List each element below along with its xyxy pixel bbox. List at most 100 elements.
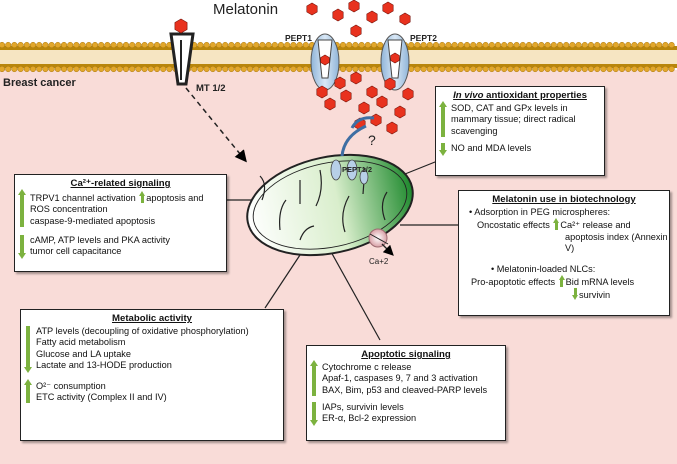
lipid-head (488, 41, 495, 49)
lipid-head (426, 65, 433, 73)
in-vivo-antioxidant-box: In vivo antioxidant properties SOD, CAT … (435, 86, 605, 176)
lipid-head (414, 41, 421, 49)
box-line: • Adsorption in PEG microspheres: (469, 207, 611, 218)
lipid-head (5, 41, 12, 49)
lipid-head (643, 41, 650, 49)
lipid-head (587, 65, 595, 73)
lipid-head (246, 41, 254, 49)
lipid-head (67, 65, 74, 73)
lipid-head (253, 65, 260, 73)
lipid-head (29, 65, 37, 73)
box-line: NO and MDA levels (451, 142, 532, 153)
lipid-head (606, 41, 613, 49)
lipid-head (284, 41, 291, 49)
lipid-head (525, 41, 533, 49)
lipid-head (625, 41, 632, 49)
lipid-head (67, 41, 74, 49)
lipid-head (228, 65, 235, 73)
lipid-head (445, 65, 452, 73)
diagram-title: Melatonin (213, 1, 279, 18)
decrease-group: NO and MDA levels (436, 142, 604, 157)
lipid-head (0, 41, 6, 49)
lipid-head (203, 41, 210, 49)
lipid-head (79, 41, 86, 49)
lipid-head (215, 41, 223, 49)
lipid-head (408, 41, 415, 49)
lipid-head (358, 65, 365, 73)
mt-receptor-icon (169, 32, 195, 86)
lipid-head (209, 65, 216, 73)
decrease-arrow-icon (310, 401, 318, 427)
lipid-head (98, 41, 105, 49)
lipid-head (222, 41, 229, 49)
lipid-head (544, 41, 551, 49)
lipid-head (563, 65, 570, 73)
lipid-head (23, 41, 30, 49)
lipid-head (209, 41, 216, 49)
lipid-head (42, 41, 49, 49)
increase-group: Cytochrome c release Apaf-1, caspases 9,… (307, 360, 505, 396)
lipid-head (439, 41, 446, 49)
lipid-head (54, 65, 61, 73)
lipid-head (569, 65, 576, 73)
increase-arrow-icon (24, 379, 32, 404)
lipid-head (575, 41, 582, 49)
pept1-label: PEPT1 (285, 33, 312, 43)
lipid-head (215, 65, 223, 73)
biotechnology-box: Melatonin use in biotechnology • Adsorpt… (458, 190, 670, 316)
lipid-head (17, 65, 24, 73)
melatonin-molecule-icon (334, 76, 346, 90)
lipid-head (104, 65, 111, 73)
lipid-head (0, 65, 6, 73)
lipid-head (346, 65, 353, 73)
lipid-head (618, 65, 626, 73)
lipid-head (116, 65, 123, 73)
box-line: Lactate and 13-HODE production (36, 359, 172, 370)
lipid-head (110, 65, 117, 73)
lipid-head (414, 65, 421, 73)
lipid-head (463, 41, 471, 49)
lipid-head (364, 41, 371, 49)
lipid-head (550, 41, 557, 49)
lipid-head (160, 65, 167, 73)
lipid-head (98, 65, 105, 73)
mito-pept-label: PEPT1/2 (342, 165, 373, 174)
lipid-head (60, 41, 68, 49)
lipid-head (302, 41, 309, 49)
lipid-head (265, 41, 272, 49)
lipid-head (463, 65, 471, 73)
box-line: ATP levels (decoupling of oxidative phos… (36, 326, 249, 337)
lipid-head (277, 41, 285, 49)
lipid-head (54, 41, 61, 49)
increase-arrow-icon (310, 360, 318, 396)
lipid-head (432, 65, 440, 73)
lipid-head (48, 65, 55, 73)
increase-group: SOD, CAT and GPx levels in mammary tissu… (436, 101, 604, 137)
lipid-head (470, 65, 477, 73)
lipid-head (532, 65, 539, 73)
lipid-head (525, 65, 533, 73)
lipid-head (135, 65, 142, 73)
lipid-head (228, 41, 235, 49)
lipid-head (277, 65, 285, 73)
box-line: Glucose and LA uptake (36, 348, 132, 359)
box-line: Oncostatic effects Ca²⁺ release and (477, 218, 631, 231)
pept2-label: PEPT2 (410, 33, 437, 43)
lipid-head (377, 41, 384, 49)
increase-group: O²⁻ consumption ETC activity (Complex II… (21, 379, 283, 404)
mitochondrial-pept-icon (330, 159, 369, 185)
lipid-head (649, 41, 657, 49)
lipid-head (544, 65, 551, 73)
melatonin-molecule-icon (348, 0, 360, 13)
box-line: apoptosis index (Annexin V) (565, 231, 668, 253)
lipid-head (73, 65, 80, 73)
melatonin-molecule-icon (332, 8, 344, 22)
lipid-head (594, 65, 601, 73)
lipid-head (17, 41, 24, 49)
melatonin-molecule-icon (384, 77, 396, 91)
lipid-head (339, 65, 347, 73)
melatonin-molecule-icon (402, 87, 414, 101)
lipid-head (457, 65, 464, 73)
box-line: ETC activity (Complex II and IV) (36, 392, 167, 403)
